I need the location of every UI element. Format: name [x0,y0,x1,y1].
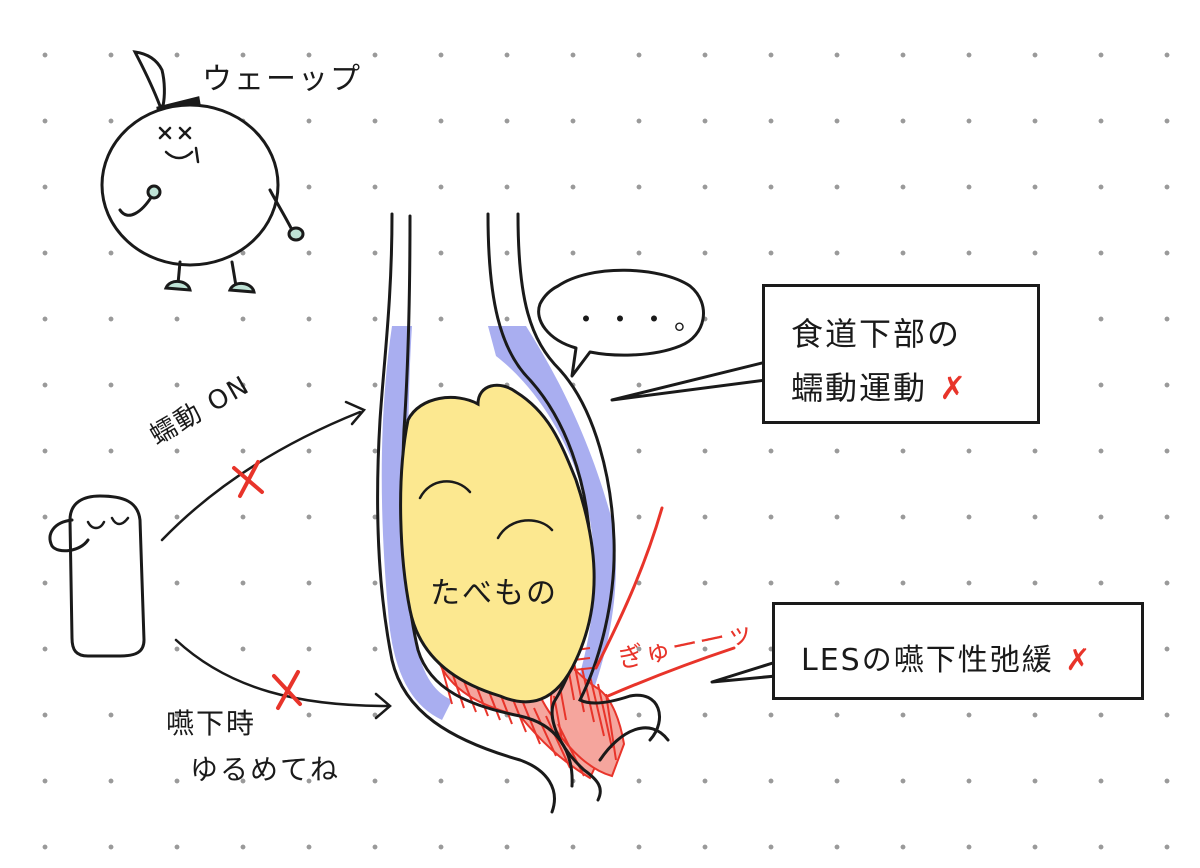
swallow-label-line2: ゆるめてね [190,753,341,786]
callout-bottom-text: LESの嚥下性弛緩 [801,643,1054,678]
callout-top: 食道下部の 蠕動運動 ✗ [762,284,1040,424]
thought-bubble-text: ・・・。 [572,303,709,336]
brain-eye-left [86,520,106,530]
food-eye-right [496,519,554,540]
character-right-hand [287,226,305,242]
character-left-foot [163,280,192,292]
swallow-label-line1: 嚥下時 [166,707,257,740]
peristalsis-arrow-head [344,400,367,426]
callout-tails [610,360,777,684]
callout-top-line1: 食道下部の [791,315,962,353]
food-label: たべもの [430,576,558,611]
swallow-arrow-head [374,692,392,720]
character-right-arm [268,188,294,232]
character-mouth [164,146,200,164]
callout-bottom: LESの嚥下性弛緩 ✗ [772,602,1144,700]
character-hair-tuft [132,50,166,108]
stomach-curve [598,726,670,762]
signal-arrows [160,400,392,720]
thought-bubble [537,268,705,378]
swallow-signal-arrow [174,638,390,708]
thought-bubble-outline [537,268,705,378]
brain-nose [48,518,90,553]
character-right-leg [230,260,238,288]
sleeping-brain [48,494,146,658]
esophagus-outer-right-wall [516,212,661,742]
dizzy-character [100,50,305,294]
esophagus-outer-left-wall [376,212,556,814]
callout-bottom-line: LESの嚥下性弛緩 ✗ [801,635,1092,679]
callout-top-x-icon: ✗ [939,369,968,407]
esophagus-lining-left [381,326,452,720]
callout-bottom-tail [710,660,777,684]
squeeze-lines [594,506,736,698]
peristalsis-blocked-x-icon [232,460,264,498]
les-muscle-hatching [441,647,617,777]
squeeze-line-lower [606,646,736,698]
esophagus [376,212,670,814]
callout-top-line2: 蠕動運動 ✗ [791,363,968,409]
signal-blocked-marks [232,460,302,710]
callout-top-tail [610,360,767,402]
character-eyes [158,126,192,140]
character-left-hand [146,184,162,200]
character-head [100,103,280,267]
esophagus-lining-right [488,326,616,700]
character-left-arm [118,194,154,217]
brain-eye-right [110,516,130,526]
brain-body [68,494,146,658]
food-bolus [399,383,596,704]
food-happy-eyes [418,480,554,540]
food-eye-left [418,480,472,500]
swallow-blocked-x-icon [272,670,302,710]
squeeze-line-upper [594,506,664,670]
character-right-foot [227,282,256,294]
character-sound-label: ウェーップ [202,62,362,97]
callout-top-line2-text: 蠕動運動 [791,369,928,407]
callout-bottom-x-icon: ✗ [1065,643,1093,678]
